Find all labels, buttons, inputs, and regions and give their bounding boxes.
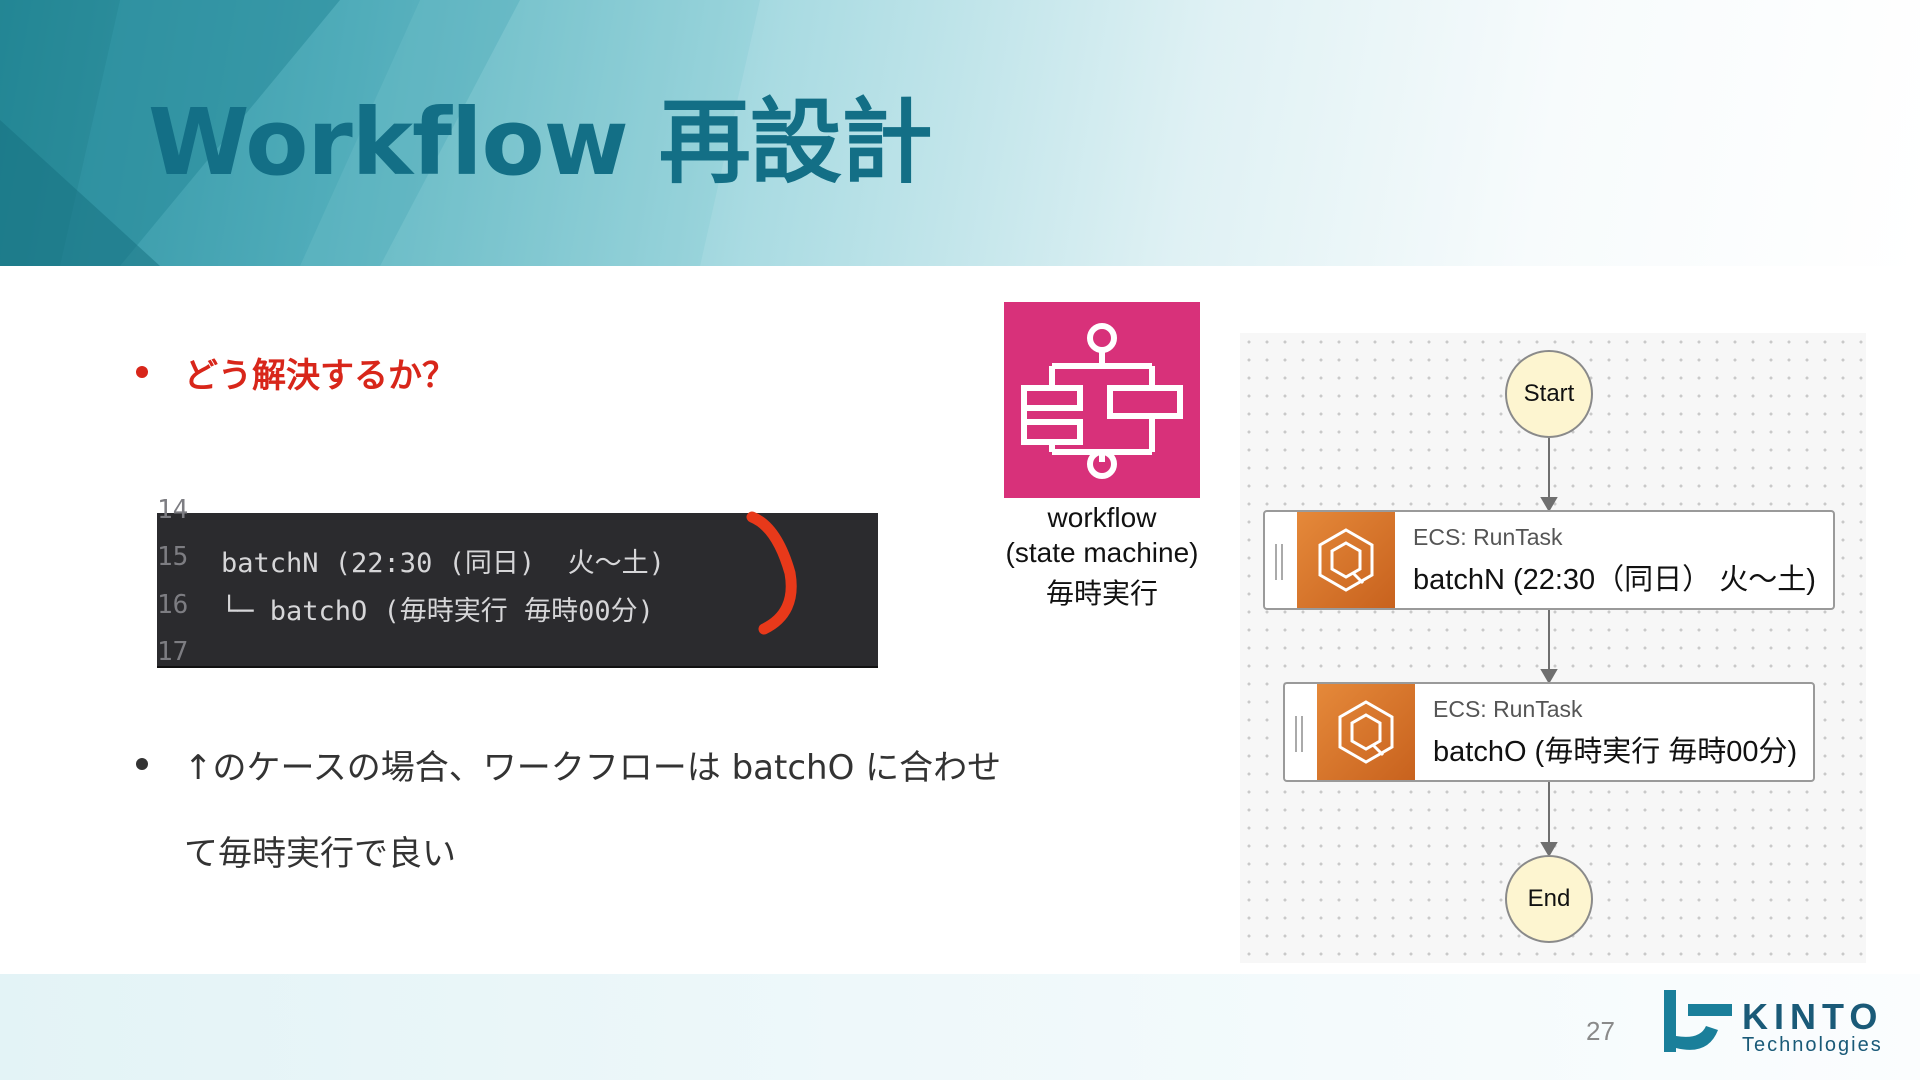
- start-node[interactable]: Start: [1505, 350, 1593, 438]
- state-machine-label: 毎時実行: [1045, 578, 1158, 609]
- step-functions-icon: [1004, 302, 1200, 498]
- bullet-dot: [136, 758, 148, 770]
- code-snippet: 14 15 batchN (22:30 (同日) 火〜土) 16 └─ batc…: [157, 495, 878, 668]
- page-number: 27: [1586, 1016, 1615, 1046]
- bullet-body-line: ↑のケースの場合、ワークフローは batchO に合わせ: [184, 748, 1002, 788]
- code-line: batchN (22:30 (同日) 火〜土): [221, 548, 665, 579]
- ecs-icon: [1317, 684, 1415, 780]
- header-facets-decoration: [0, 0, 760, 266]
- line-number: 14: [157, 495, 189, 525]
- line-number: 17: [157, 637, 189, 667]
- kinto-logo-icon: [1664, 990, 1732, 1052]
- bullet-body-line: て毎時実行で良い: [184, 834, 456, 874]
- logo-subtitle: Technologies: [1742, 1034, 1883, 1056]
- slide-footer-band: [0, 974, 1920, 1080]
- red-bracket-annotation: [746, 511, 797, 635]
- state-machine-label: workflow: [1047, 502, 1157, 533]
- slide-header-banner: Workflow 再設計: [0, 0, 1920, 266]
- workflow-graph-canvas: [1240, 333, 1866, 963]
- line-number: 15: [157, 542, 189, 572]
- task-type-label: ECS: RunTask: [1433, 696, 1583, 722]
- bullet-question: どう解決するか？: [184, 356, 456, 396]
- task-node-batchO[interactable]: ECS: RunTask batchO (毎時実行 毎時00分): [1283, 682, 1815, 782]
- line-number: 16: [157, 590, 189, 620]
- bullet-dot: [136, 366, 148, 378]
- task-node-batchN[interactable]: ECS: RunTask batchN (22:30（同日） 火〜土): [1263, 510, 1835, 610]
- page-title: Workflow 再設計: [148, 89, 933, 196]
- logo-wordmark: KINTO: [1742, 996, 1884, 1037]
- task-type-label: ECS: RunTask: [1413, 524, 1563, 550]
- drag-handle-icon[interactable]: [1275, 544, 1283, 580]
- task-name-label: batchN (22:30（同日） 火〜土): [1413, 564, 1816, 596]
- ecs-icon: [1297, 512, 1395, 608]
- drag-handle-icon[interactable]: [1295, 716, 1303, 752]
- state-machine-label: (state machine): [1005, 537, 1199, 568]
- end-node[interactable]: End: [1505, 855, 1593, 943]
- code-line: └─ batchO (毎時実行 毎時00分): [221, 596, 654, 627]
- task-name-label: batchO (毎時実行 毎時00分): [1433, 736, 1798, 768]
